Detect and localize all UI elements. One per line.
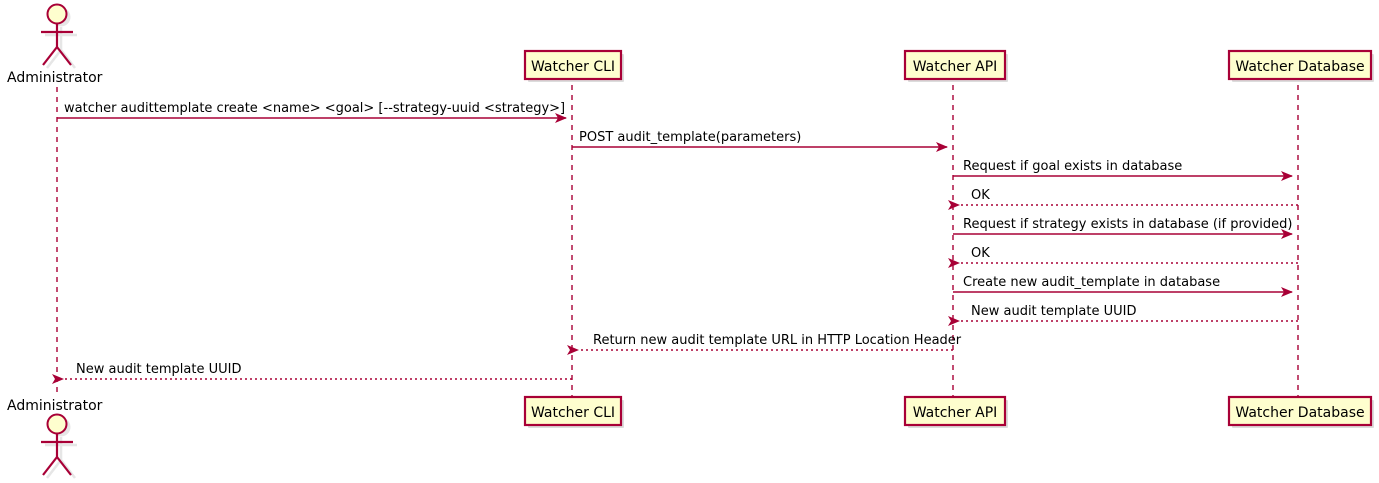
participant-box-watcher-api-top[interactable]: Watcher API [903, 49, 1008, 82]
box-rect [523, 395, 623, 427]
message-label: New audit template UUID [76, 362, 241, 377]
message-label: watcher audittemplate create <name> <goa… [64, 101, 565, 116]
actor-head-icon [46, 3, 68, 25]
message-label: New audit template UUID [971, 304, 1136, 319]
message-6[interactable]: OK [948, 246, 1298, 268]
participant-label-watcher-database-top: Watcher Database [1235, 59, 1364, 75]
box-rect [903, 49, 1007, 81]
participant-box-watcher-cli-bottom[interactable]: Watcher CLI [523, 395, 624, 428]
message-5[interactable]: Request if strategy exists in database (… [953, 217, 1293, 239]
box-rect [1227, 49, 1373, 81]
message-10[interactable]: New audit template UUID [52, 362, 572, 384]
participant-label-watcher-cli-top: Watcher CLI [531, 59, 615, 75]
actor-label-administrator-top: Administrator [7, 70, 103, 86]
message-label: Return new audit template URL in HTTP Lo… [593, 333, 962, 348]
message-2[interactable]: POST audit_template(parameters) [572, 130, 948, 152]
message-7[interactable]: Create new audit_template in database [953, 275, 1293, 297]
message-label: Request if goal exists in database [963, 159, 1182, 174]
participant-label-watcher-cli-bottom: Watcher CLI [531, 405, 615, 421]
participant-box-watcher-cli-top[interactable]: Watcher CLI [523, 49, 624, 82]
message-9[interactable]: Return new audit template URL in HTTP Lo… [567, 333, 962, 355]
participant-label-watcher-database-bottom: Watcher Database [1235, 405, 1364, 421]
message-label: POST audit_template(parameters) [579, 130, 801, 145]
actor-head-icon [46, 413, 68, 435]
actor-administrator-top[interactable]: Administrator [7, 3, 103, 87]
message-label: Request if strategy exists in database (… [963, 217, 1292, 232]
actor-administrator-bottom[interactable]: Administrator [7, 398, 103, 479]
message-label: OK [971, 188, 990, 203]
message-label: Create new audit_template in database [963, 275, 1220, 290]
message-8[interactable]: New audit template UUID [948, 304, 1298, 326]
actor-leg-right [56, 46, 72, 66]
message-1[interactable]: watcher audittemplate create <name> <goa… [57, 101, 567, 123]
box-rect [523, 49, 623, 81]
participant-label-watcher-api-bottom: Watcher API [913, 405, 998, 421]
participant-box-watcher-database-bottom[interactable]: Watcher Database [1227, 395, 1374, 428]
participant-label-watcher-api-top: Watcher API [913, 59, 998, 75]
participant-box-watcher-database-top[interactable]: Watcher Database [1227, 49, 1374, 82]
actor-label-administrator-bottom: Administrator [7, 398, 103, 414]
box-rect [903, 395, 1007, 427]
actor-leg-left [42, 46, 58, 66]
lifelines [56, 85, 1299, 396]
participant-box-watcher-api-bottom[interactable]: Watcher API [903, 395, 1008, 428]
actor-leg-left [42, 456, 58, 476]
message-4[interactable]: OK [948, 188, 1298, 210]
message-3[interactable]: Request if goal exists in database [953, 159, 1293, 181]
box-rect [1227, 395, 1373, 427]
actor-leg-right [56, 456, 72, 476]
message-label: OK [971, 246, 990, 261]
